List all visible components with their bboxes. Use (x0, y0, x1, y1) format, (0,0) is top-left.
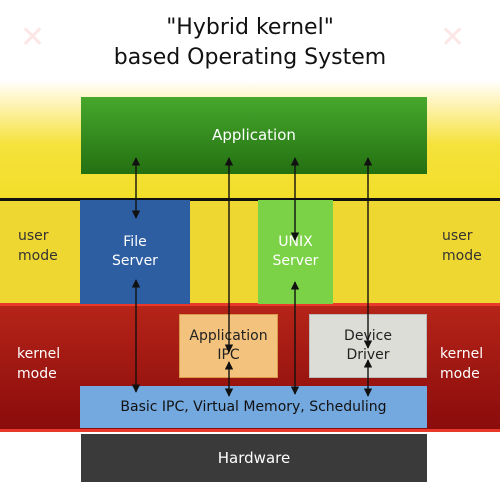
hardware-label: Hardware (217, 448, 291, 467)
unix-server-label-line-2: Server (272, 253, 319, 269)
kernel-mode-label-left: kernel mode (17, 344, 60, 384)
unix-server-label-line-1: UNIX (278, 234, 313, 250)
kernel-mode-label-right: kernel mode (440, 344, 483, 384)
kernel-mode-label-left-line-1: kernel (17, 346, 61, 362)
application-label: Application (212, 126, 296, 144)
user-mode-label-left-line-2: mode (18, 248, 58, 264)
file-server-label-line-2: Server (112, 253, 158, 269)
user-mode-label-left-line-1: user (18, 228, 49, 244)
application-ipc-label-line-2: IPC (217, 347, 240, 363)
user-mode-label-right-line-1: user (442, 228, 473, 244)
diagram-title-line-1: "Hybrid kernel" (166, 15, 334, 40)
kernel-mode-label-left-line-2: mode (17, 366, 57, 382)
user-mode-label-right: user mode (442, 226, 482, 266)
device-driver-label-line-2: Driver (346, 347, 390, 363)
hardware-box: Hardware (81, 434, 427, 482)
basic-ipc-label: Basic IPC, Virtual Memory, Scheduling (120, 398, 387, 415)
kernel-mode-label-right-line-2: mode (440, 366, 480, 382)
kernel-mode-label-right-line-1: kernel (440, 346, 484, 362)
diagram-title-line-2: based Operating System (113, 45, 387, 70)
user-mode-label-left: user mode (18, 226, 58, 266)
file-server-label-line-1: File (123, 234, 147, 250)
user-mode-label-right-line-2: mode (442, 248, 482, 264)
